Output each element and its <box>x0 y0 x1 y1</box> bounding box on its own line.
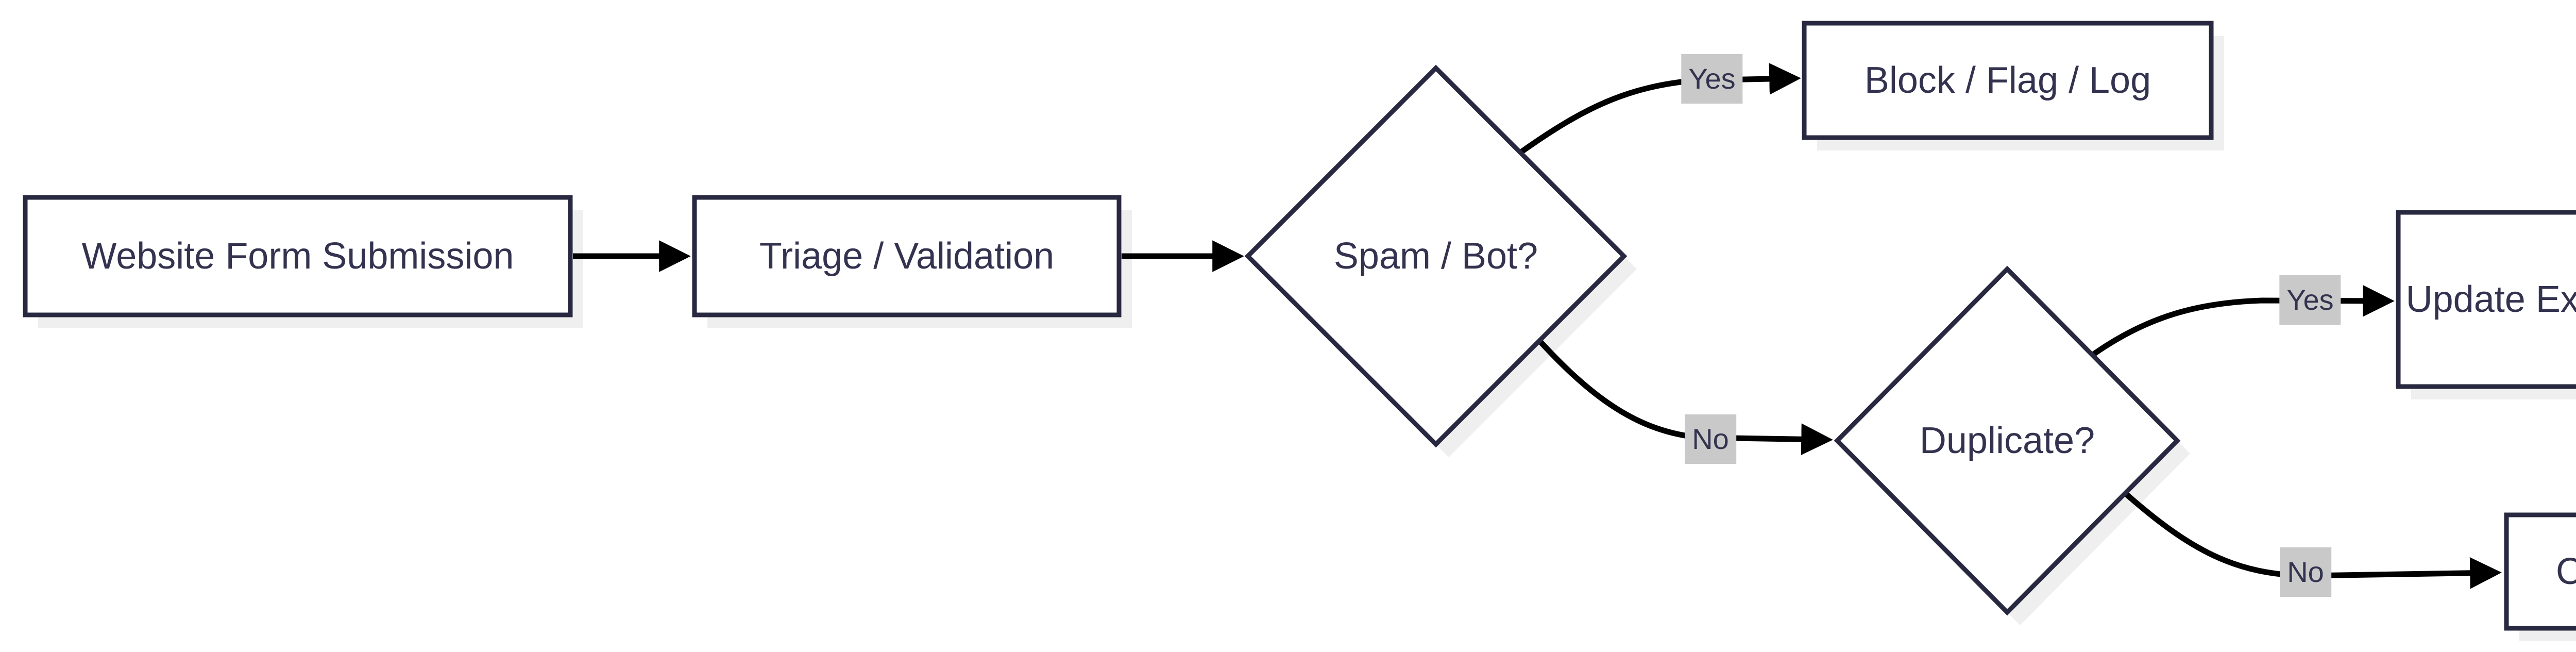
node-shape-website <box>23 195 573 317</box>
edge-spam-to-duplicate <box>1537 339 1833 455</box>
node-shape-spam <box>1244 64 1628 448</box>
edge-spam-to-block <box>1518 63 1801 155</box>
node-shape-block <box>1802 21 2214 140</box>
node-shape-create <box>2504 512 2576 631</box>
edge-duplicate-to-update <box>2090 285 2395 358</box>
node-shapes <box>23 21 2576 631</box>
node-shape-triage <box>692 195 1122 317</box>
edge-duplicate-to-create <box>2123 491 2502 589</box>
node-shape-update <box>2396 210 2576 389</box>
node-shape-duplicate <box>1834 265 2181 616</box>
